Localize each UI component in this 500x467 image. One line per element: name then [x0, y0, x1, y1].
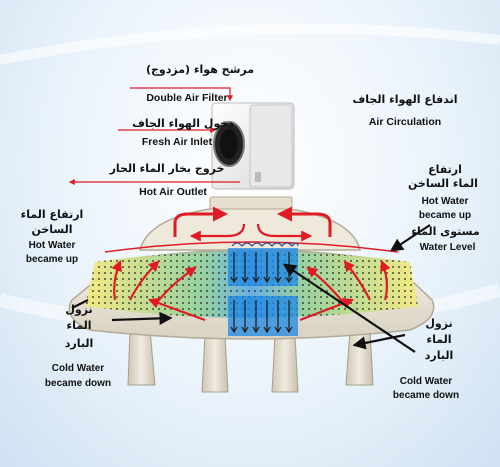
label-cold-down-right-ar-2: الماء — [426, 333, 452, 346]
label-cold-down-right-ar-3: البارد — [424, 349, 454, 362]
cold-down-arrow-icon — [274, 252, 282, 284]
label-hot-up-left-en-1: Hot Water — [28, 240, 76, 251]
label-cold-down-left-ar-3: البارد — [64, 337, 94, 350]
label-hot-outlet-ar: خروج بخار الماء الحار — [109, 162, 225, 175]
label-fresh-inlet-en: Fresh Air Inlet — [141, 136, 213, 148]
cold-down-arrow-icon — [285, 300, 293, 334]
cold-down-arrow-icon — [252, 300, 260, 334]
cold-down-arrow-icon — [241, 300, 249, 334]
tank-dome — [139, 204, 361, 251]
label-hot-up-right-ar-1: ارتفاع — [428, 163, 462, 176]
dome-collar — [209, 196, 293, 210]
label-air-circulation-ar: اندفاع الهواء الجاف — [352, 93, 458, 106]
label-water-level-en: Water Level — [419, 242, 476, 253]
label-cold-down-left-en-1: Cold Water — [51, 363, 105, 374]
label-hot-up-right-ar-2: الماء الساخن — [408, 177, 478, 190]
label-air-circulation-en: Air Circulation — [368, 116, 442, 128]
label-hot-up-left-ar-2: الساخن — [31, 223, 73, 236]
label-double-filter-en: Double Air Filter — [146, 92, 228, 104]
cold-down-arrow-icon — [230, 252, 238, 284]
label-water-level-ar: مستوى الماء — [411, 225, 480, 238]
label-cold-down-center-en-1: Cold Water — [399, 376, 453, 387]
label-cold-down-left-ar-2: الماء — [66, 319, 92, 332]
label-pointers — [68, 87, 431, 353]
label-cold-down-left-en-2: became down — [44, 378, 112, 389]
cold-water-column — [228, 242, 299, 336]
dome-circulation-arrows — [173, 206, 332, 242]
cold-down-arrow-icon — [263, 300, 271, 334]
label-hot-up-right-en-1: Hot Water — [421, 196, 469, 207]
cold-down-arrow-icon — [252, 252, 260, 284]
label-cold-down-center-en-2: became down — [392, 390, 460, 401]
label-double-filter-ar: مرشح هواء (مزدوج) — [145, 63, 255, 76]
water-level-line — [104, 241, 399, 253]
fan-unit — [211, 102, 295, 190]
hot-rising-arrows — [111, 259, 391, 322]
cold-down-arrow-icon — [274, 300, 282, 334]
cold-down-arrow-icon — [263, 252, 271, 284]
cold-down-arrow-icon — [230, 300, 238, 334]
label-hot-up-left-en-2: became up — [25, 254, 79, 265]
label-cold-down-left-ar-1: نزول — [65, 303, 93, 316]
cold-down-arrow-icon — [241, 252, 249, 284]
label-hot-up-left-ar-1: ارتفاع الماء — [20, 208, 84, 221]
tank-legs — [127, 329, 374, 393]
label-cold-down-right-ar-1: نزول — [425, 317, 453, 330]
label-hot-outlet-en: Hot Air Outlet — [139, 186, 207, 198]
label-hot-up-right-en-2: became up — [418, 210, 472, 221]
bg-swoosh — [0, 23, 500, 65]
label-fresh-inlet-ar: دخول الهواء الجاف — [132, 117, 234, 130]
